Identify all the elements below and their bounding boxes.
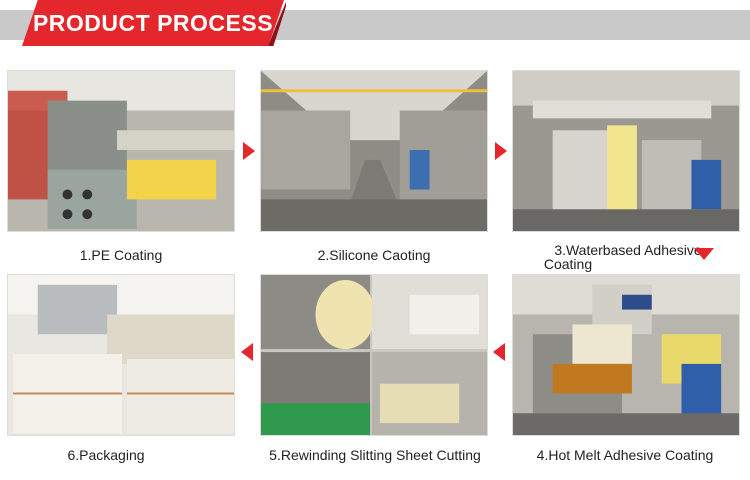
arrow-right-icon [243,142,255,160]
arrow-left-icon [493,343,505,361]
step-6-caption: 6.Packaging [67,447,145,463]
step-2-caption: 2.Silicone Caoting [317,247,431,263]
step-3-photo [512,70,740,232]
step-4-caption: 4.Hot Melt Adhesive Coating [536,447,714,463]
step-3-caption-line2: Coating [543,256,593,272]
step-6-photo [7,274,235,436]
step-4-photo [512,274,740,436]
step-2-photo [260,70,488,232]
page-title: PRODUCT PROCESS [32,9,274,36]
step-5-caption: 5.Rewinding Slitting Sheet Cutting [269,447,481,463]
step-1-photo [7,70,235,232]
step-5-photo [260,274,488,436]
step-1-caption: 1.PE Coating [79,247,163,263]
header-banner: PRODUCT PROCESS [22,0,284,46]
arrow-down-icon [694,248,714,260]
arrow-right-icon [495,142,507,160]
arrow-left-icon [241,343,253,361]
step-3-caption-line1: 3.Waterbased Adhesive [554,242,702,258]
